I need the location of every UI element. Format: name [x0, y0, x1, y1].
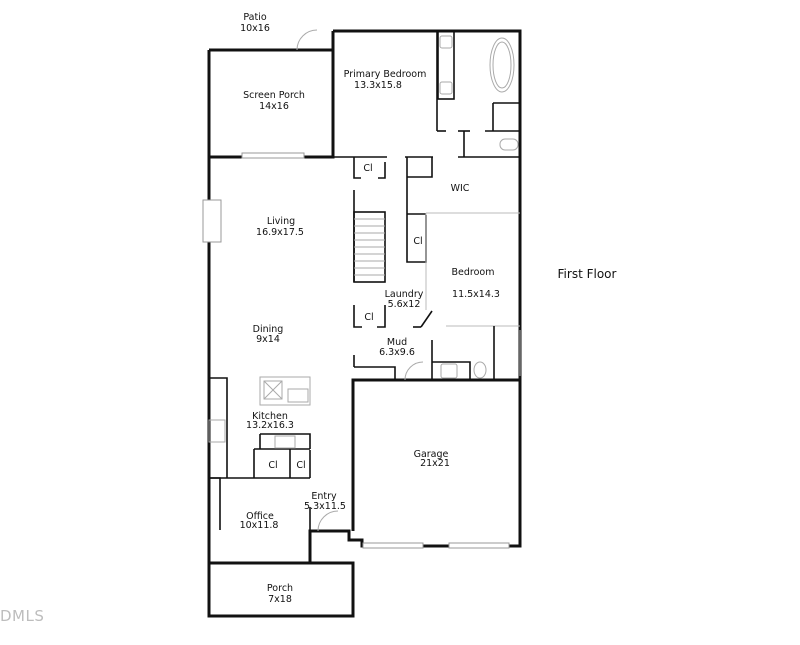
sink-icon	[440, 363, 458, 379]
room-dims-porch: 7x18	[268, 594, 292, 605]
room-name-patio: Patio	[243, 12, 266, 23]
room-dims-bedroom: 11.5x14.3	[452, 289, 500, 300]
room-name-bedroom: Bedroom	[452, 267, 495, 278]
room-name-screen-porch: Screen Porch	[243, 90, 305, 101]
closet-label: Cl	[268, 460, 277, 471]
room-name-kitchen: Kitchen	[252, 411, 288, 422]
room-labels: Patio 10x16 Screen Porch 14x16 Primary B…	[240, 12, 500, 605]
room-name-garage: Garage	[414, 449, 449, 460]
garage-door	[448, 542, 510, 549]
stove-icon	[274, 435, 296, 449]
fridge-icon	[208, 419, 226, 443]
closet-label: Cl	[413, 236, 422, 247]
room-name-wic: WIC	[451, 183, 470, 194]
room-dims-mud: 6.3x9.6	[379, 347, 415, 358]
room-dims-screen-porch: 14x16	[259, 101, 289, 112]
room-dims-living: 16.9x17.5	[256, 227, 304, 238]
dishwasher-icon	[263, 380, 283, 400]
watermark: DMLS	[0, 607, 44, 625]
room-name-laundry: Laundry	[385, 289, 424, 300]
door-swing	[404, 361, 424, 381]
room-dims-office: 10x11.8	[240, 520, 279, 531]
room-dims-entry: 5.3x11.5	[304, 501, 346, 512]
room-dims-patio: 10x16	[240, 23, 270, 34]
fireplace	[202, 199, 222, 243]
room-name-primary-bedroom: Primary Bedroom	[344, 69, 427, 80]
floor-title: First Floor	[558, 267, 617, 281]
kitchen-sink-icon	[287, 388, 309, 403]
room-dims-laundry: 5.6x12	[388, 299, 421, 310]
room-dims-dining: 9x14	[256, 334, 280, 345]
fixtures	[202, 29, 521, 549]
room-name-entry: Entry	[311, 491, 337, 502]
toilet-icon	[473, 361, 487, 379]
closet-label: Cl	[364, 312, 373, 323]
interior-walls	[209, 31, 520, 531]
kitchen-island	[259, 376, 311, 406]
toilet-icon	[499, 138, 519, 151]
sliding-door	[241, 152, 305, 159]
room-name-living: Living	[267, 216, 295, 227]
room-name-mud: Mud	[387, 337, 407, 348]
bathtub-icon	[489, 37, 515, 93]
room-dims-primary-bedroom: 13.3x15.8	[354, 80, 402, 91]
garage-door	[362, 542, 424, 549]
sink-icon	[439, 35, 453, 49]
closet-label: Cl	[363, 163, 372, 174]
room-name-office: Office	[246, 511, 274, 522]
staircase	[353, 211, 386, 283]
door-swing	[296, 29, 318, 51]
sink-icon	[439, 81, 453, 95]
closet-label: Cl	[296, 460, 305, 471]
room-name-porch: Porch	[267, 583, 293, 594]
room-dims-kitchen: 13.2x16.3	[246, 420, 294, 431]
room-name-dining: Dining	[253, 324, 284, 335]
door-swing	[317, 510, 339, 532]
room-dims-garage: 21x21	[420, 458, 450, 469]
